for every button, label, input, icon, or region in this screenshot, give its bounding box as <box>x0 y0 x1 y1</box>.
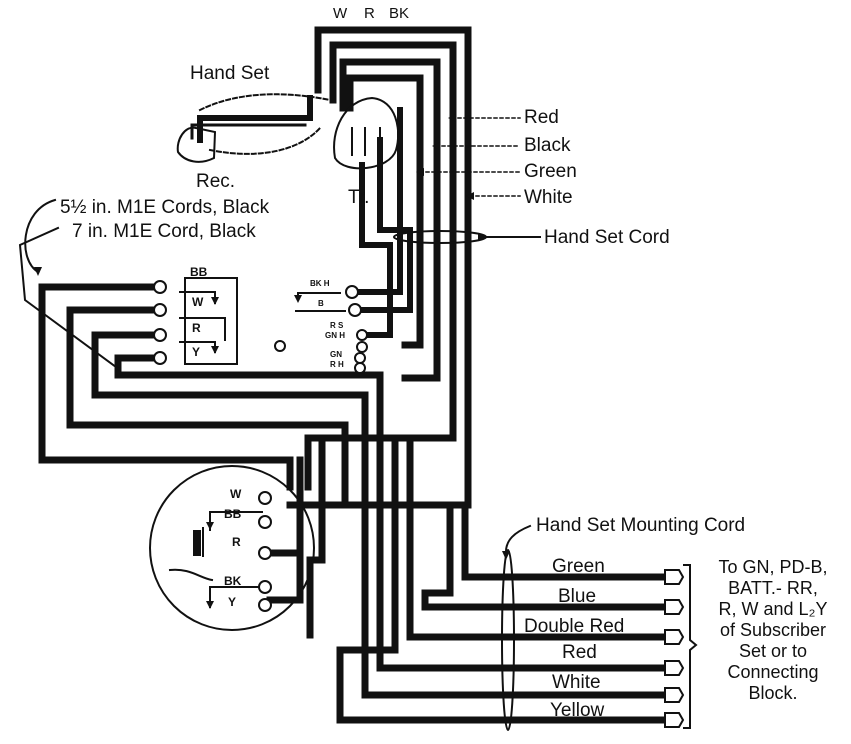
conductor-label-r: R <box>364 5 375 22</box>
blue-run <box>421 503 669 611</box>
destination-note-line: BATT.- RR, <box>728 578 818 598</box>
mounting-color-double-red: Double Red <box>524 616 625 637</box>
right-terminal-rh: R H <box>330 360 344 369</box>
destination-brace <box>683 564 698 729</box>
handset-cord-color-green: Green <box>524 161 577 182</box>
mounting-color-yellow: Yellow <box>550 700 605 721</box>
left-terminal-block <box>184 277 238 365</box>
screw-hole <box>274 340 286 352</box>
round-block-leads <box>266 549 304 604</box>
right-terminal-rs: R S <box>330 321 344 330</box>
destination-note-line: of Subscriber <box>719 620 827 640</box>
round-terminal-w: W <box>230 487 242 501</box>
right-terminal-b: B <box>318 299 324 308</box>
red-conductor-loop <box>346 74 424 349</box>
handset-cord-inner <box>190 123 307 140</box>
right-block-lugs <box>345 285 368 374</box>
mounting-color-green: Green <box>552 556 605 577</box>
white-run <box>306 436 326 639</box>
conductor-label-w: W <box>333 5 348 22</box>
destination-note-line: Set or to <box>738 641 808 661</box>
y-cord <box>114 354 669 672</box>
double-red-run <box>406 436 669 641</box>
left-terminal-r: R <box>192 321 201 335</box>
receiver-shape <box>176 126 217 163</box>
handset-cord <box>197 95 313 143</box>
bb-cord <box>38 283 294 491</box>
hand-set-cord-label: Hand Set Cord <box>544 227 670 248</box>
right-terminal-gnh: GN H <box>325 331 345 340</box>
transmitter-shape <box>333 96 400 170</box>
mounting-color-red: Red <box>562 642 597 663</box>
round-block-lugs <box>258 491 272 612</box>
destination-note-line: Block. <box>748 683 798 703</box>
left-terminal-w: W <box>192 295 204 309</box>
destination-note-line: Connecting <box>727 662 819 682</box>
cords-leader <box>24 198 57 274</box>
r-cord <box>91 331 669 699</box>
round-terminal-r: R <box>232 535 241 549</box>
red-run <box>336 436 669 724</box>
green-conductor-loop <box>304 41 457 491</box>
hand-set-label: Hand Set <box>190 63 270 84</box>
rec-label: Rec. <box>196 171 236 192</box>
mounting-color-white: White <box>552 672 601 693</box>
destination-note-line: R, W and L₂Y <box>718 599 828 619</box>
cord-label-line2: 7 in. M1E Cord, Black <box>72 221 256 242</box>
tr-green-lead <box>359 162 393 338</box>
right-terminal-bkh: BK H <box>310 279 330 288</box>
tr-label: Tr. <box>348 187 370 208</box>
tr-red-lead <box>352 107 403 295</box>
w-cord <box>66 306 349 509</box>
left-terminal-y: Y <box>192 345 201 359</box>
mounting-color-blue: Blue <box>558 586 597 607</box>
round-mounting-block <box>149 465 315 631</box>
left-terminal-bb: BB <box>190 265 208 279</box>
round-terminal-bk: BK <box>224 574 242 588</box>
destination-note-line: To GN, PD-B, <box>718 557 828 577</box>
conductor-label-bk: BK <box>389 5 410 22</box>
mounting-cord-label: Hand Set Mounting Cord <box>536 515 746 536</box>
handset-cord-color-black: Black <box>524 135 571 156</box>
black-conductor-loop <box>339 58 441 382</box>
mounting-cord-ring <box>501 549 515 731</box>
left-block-lugs <box>153 280 167 365</box>
green-run <box>461 503 669 581</box>
output-connectors <box>664 569 685 728</box>
handset-cord-color-red: Red <box>524 107 559 128</box>
destination-note: To GN, PD-B, BATT.- RR, R, W and L₂Y of … <box>700 557 846 704</box>
round-terminal-bb: BB <box>224 507 242 521</box>
round-terminal-y: Y <box>228 595 237 609</box>
cord-label-line1: 5½ in. M1E Cords, Black <box>60 197 270 218</box>
handset-cord-color-white: White <box>524 187 573 208</box>
right-terminal-gn: GN <box>330 350 342 359</box>
